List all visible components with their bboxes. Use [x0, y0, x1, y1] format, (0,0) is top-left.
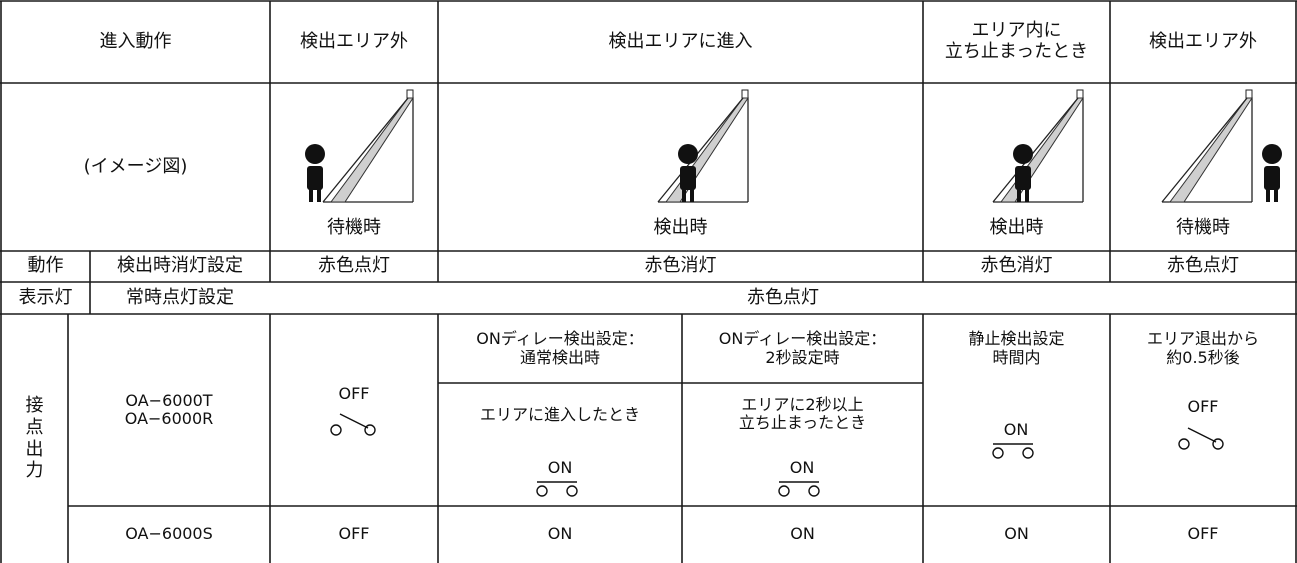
- caption-standby-1: 待機時: [327, 216, 381, 238]
- image-row-label: (イメージ図): [83, 155, 188, 177]
- contact-label-char: 出: [25, 438, 44, 460]
- mode-detect-off: 検出時消灯設定: [117, 255, 243, 277]
- detect-off-value-4: 赤色点灯: [1167, 255, 1239, 277]
- s-value-1: OFF: [338, 524, 370, 544]
- header-enter-area: 検出エリアに進入: [608, 30, 753, 52]
- switch-on-icon: [536, 481, 578, 497]
- standby-illustration: [305, 89, 414, 203]
- s-value-4: ON: [1004, 524, 1029, 544]
- still-detection-illustration: [992, 89, 1084, 203]
- model-tr: OA−6000T OA−6000R: [124, 390, 214, 428]
- still-title: 静止検出設定 時間内: [968, 329, 1065, 367]
- always-on-value: 赤色点灯: [747, 286, 819, 308]
- delay-condition: エリアに2秒以上 立ち止まったとき: [738, 394, 867, 432]
- switch-on-icon: [992, 443, 1034, 459]
- switch-off-icon: [330, 413, 376, 436]
- s-value-5: OFF: [1187, 524, 1219, 544]
- contact-label-char: 点: [25, 416, 44, 438]
- detect-off-value-1: 赤色点灯: [318, 255, 390, 277]
- header-outside-area-2: 検出エリア外: [1149, 30, 1257, 52]
- switch-off-icon: [1178, 427, 1224, 450]
- indicator-label-1: 動作: [27, 255, 64, 277]
- on-delay-normal-title: ONディレー検出設定： 通常検出時: [476, 329, 644, 367]
- contact-label: 接 点 出 力: [1, 314, 68, 563]
- normal-state: ON: [547, 458, 573, 477]
- caption-detection-2: 検出時: [989, 216, 1044, 238]
- header-entry-action: 進入動作: [99, 30, 172, 52]
- s-value-2: ON: [547, 524, 573, 544]
- delay-state: ON: [789, 458, 815, 477]
- contact-label-char: 力: [25, 460, 44, 482]
- outside-1-state: OFF: [338, 384, 370, 403]
- exit-standby-illustration: [1161, 89, 1282, 203]
- switch-on-icon: [778, 481, 820, 497]
- exit-title: エリア退出から 約0.5秒後: [1146, 329, 1259, 367]
- detect-off-value-3: 赤色消灯: [980, 255, 1053, 277]
- caption-detection-1: 検出時: [653, 216, 708, 238]
- indicator-label-2: 表示灯: [18, 286, 73, 308]
- exit-state: OFF: [1187, 397, 1219, 416]
- mode-always-on: 常時点灯設定: [126, 286, 234, 308]
- header-stop-in-area: エリア内に 立ち止まったとき: [944, 20, 1089, 62]
- model-s: OA−6000S: [125, 524, 213, 544]
- detection-illustration: [657, 89, 749, 203]
- s-value-3: ON: [790, 524, 815, 544]
- caption-standby-2: 待機時: [1176, 216, 1230, 238]
- still-state: ON: [1003, 420, 1029, 439]
- on-delay-2s-title: ONディレー検出設定： 2秒設定時: [718, 329, 887, 367]
- detect-off-value-2: 赤色消灯: [644, 255, 717, 277]
- header-outside-area-1: 検出エリア外: [300, 30, 408, 52]
- contact-label-char: 接: [25, 395, 44, 417]
- normal-condition: エリアに進入したとき: [479, 404, 640, 424]
